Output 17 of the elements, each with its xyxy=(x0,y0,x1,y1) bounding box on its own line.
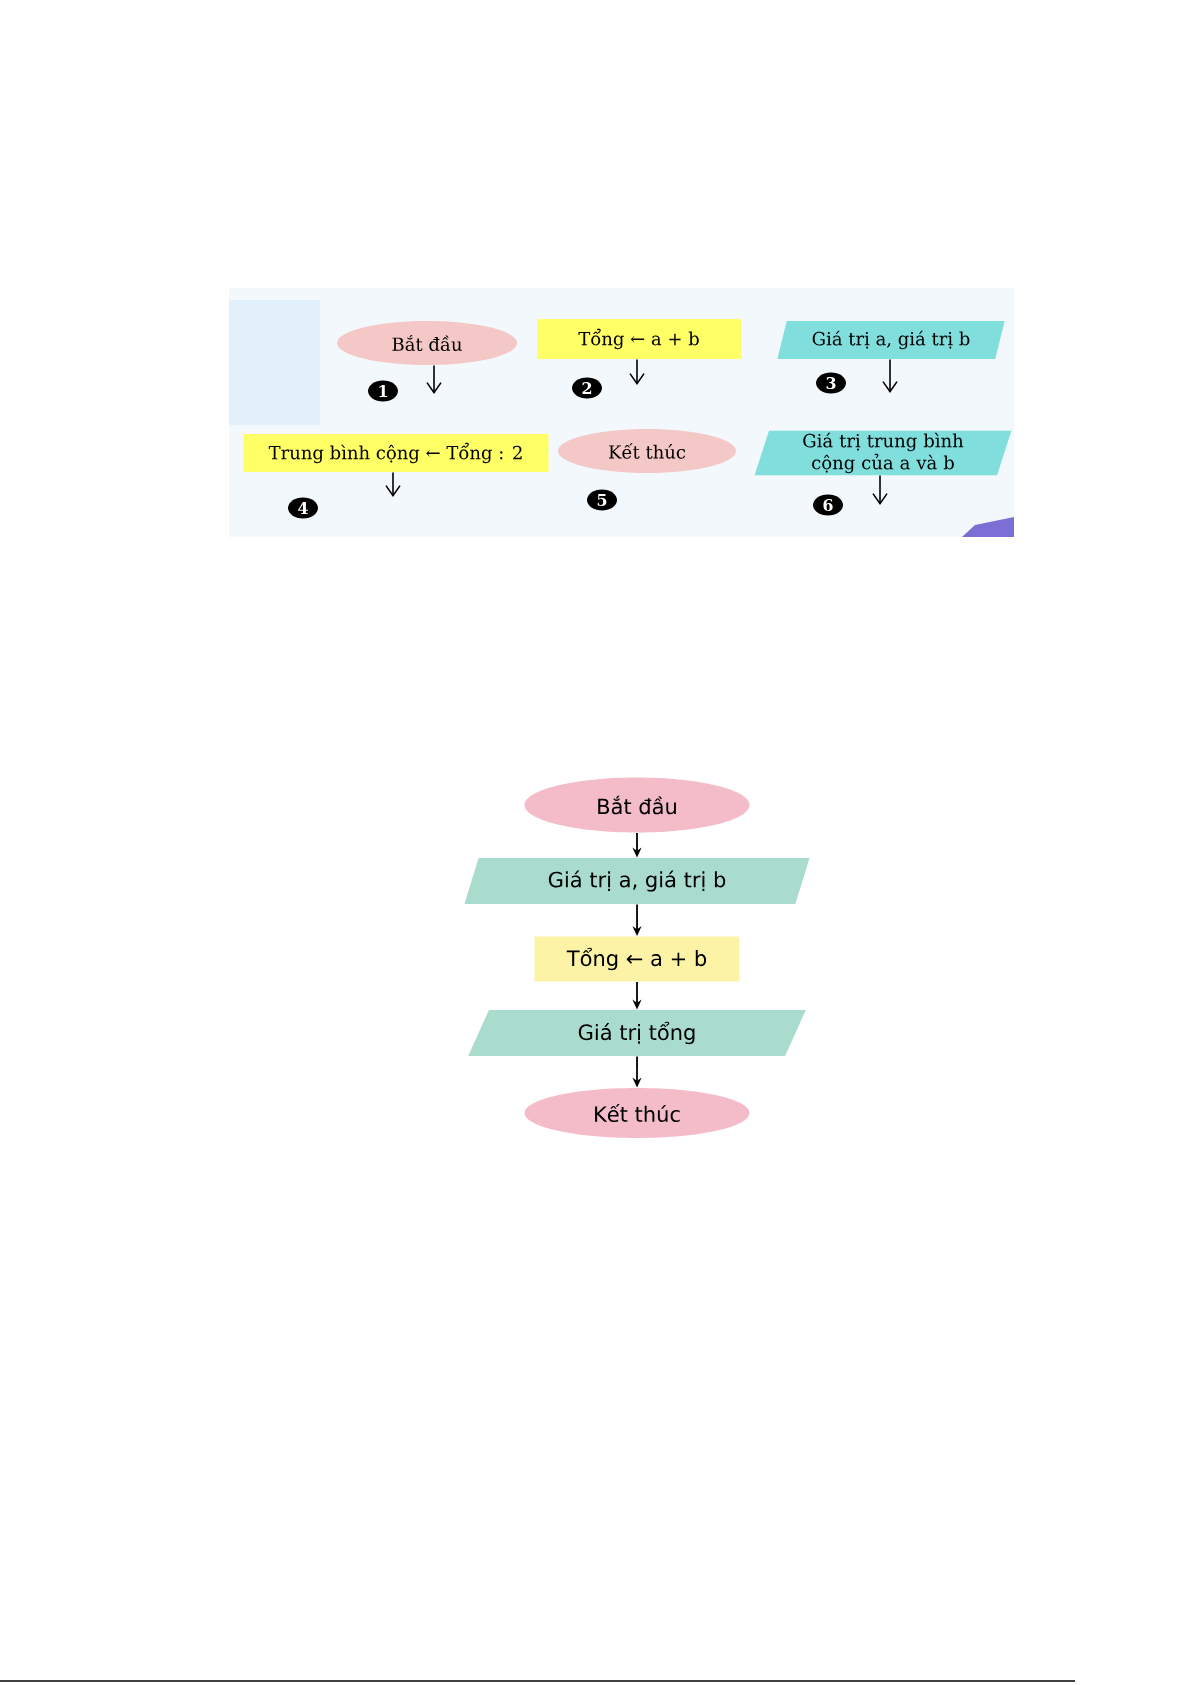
callout-number: 5 xyxy=(587,489,617,511)
callout-number: 3 xyxy=(816,372,846,394)
arrow xyxy=(426,364,442,394)
data-parallelogram: Giá trị a, giá trị b xyxy=(777,321,1005,359)
arrow xyxy=(629,358,645,385)
callout-number: 6 xyxy=(813,494,843,516)
data-parallelogram: Giá trị tổng xyxy=(468,1010,806,1056)
process-box: Trung bình cộng ← Tổng : 2 xyxy=(243,434,549,472)
data-parallelogram: Giá trị a, giá trị b xyxy=(464,858,810,904)
arrow xyxy=(872,474,888,505)
callout-number: 1 xyxy=(368,380,398,402)
callout-number: 2 xyxy=(572,377,602,399)
process-box: Tổng ← a + b xyxy=(537,319,741,359)
process-box: Tổng ← a + b xyxy=(534,936,740,982)
arrow xyxy=(385,471,401,497)
callout-number: 4 xyxy=(288,497,318,519)
arrow xyxy=(882,358,898,393)
